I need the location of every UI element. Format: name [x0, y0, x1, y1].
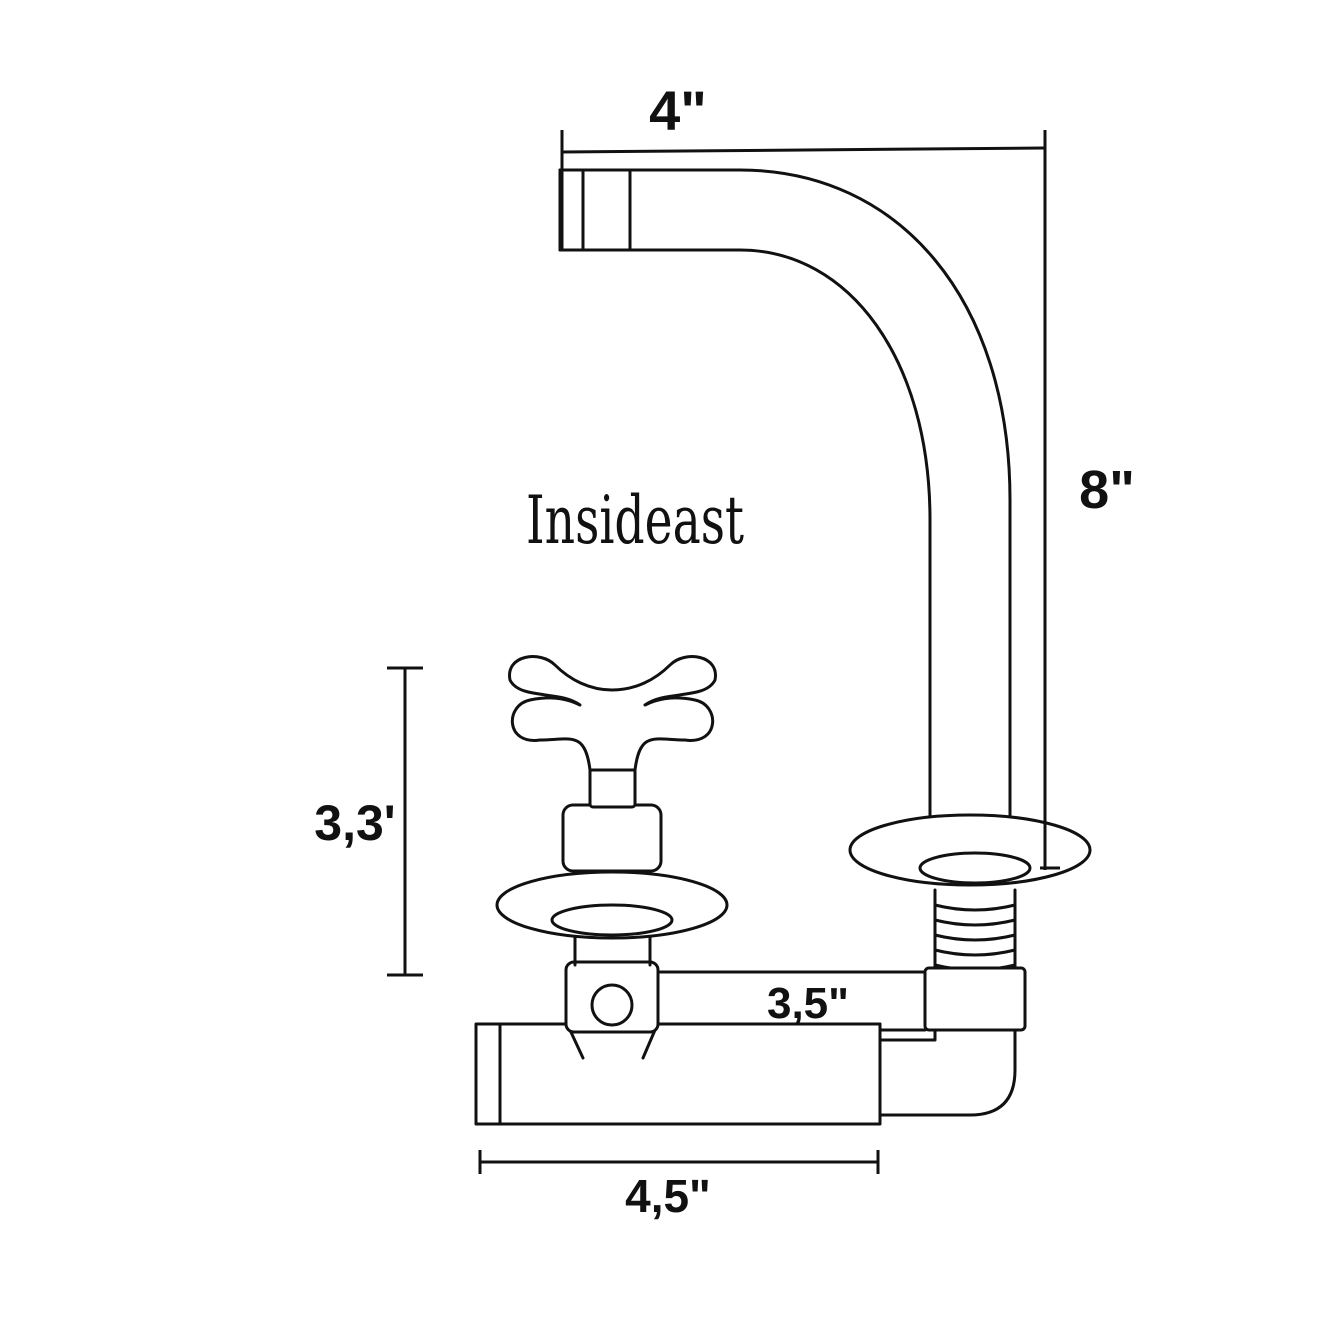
elbow-bend — [878, 1028, 1017, 1117]
handle-height-label: 3,3' — [314, 795, 395, 851]
cross-handle — [508, 655, 717, 772]
valve-screw — [590, 983, 634, 1027]
brand-logo: Insideast — [526, 482, 744, 559]
elbow-collar — [923, 966, 1027, 1032]
thread-1 — [933, 903, 1017, 912]
thread-3 — [933, 933, 1017, 942]
spout — [558, 168, 1012, 822]
handle-assembly — [495, 655, 729, 1060]
spout-height-label: 8" — [1079, 460, 1135, 520]
dim-4-line — [561, 146, 1046, 154]
right-flange — [848, 813, 1092, 887]
thread-2 — [933, 918, 1017, 927]
spout-inner-edge — [558, 248, 932, 822]
center-spacing-label: 3,5" — [767, 979, 849, 1028]
bonnet — [561, 803, 663, 873]
spout-reach-label: 4" — [649, 79, 707, 142]
valve-body — [474, 1022, 882, 1126]
thread-4 — [933, 948, 1017, 957]
spout-outer-edge — [558, 168, 1012, 822]
left-flange-hole — [550, 903, 674, 937]
spout-base — [848, 813, 1092, 972]
right-flange-hole — [918, 851, 1032, 885]
body-length-label: 4,5" — [625, 1170, 711, 1222]
valve-housing — [564, 960, 660, 1034]
dimension-lines — [387, 130, 1060, 1174]
valve-body-pipe — [474, 1022, 882, 1126]
